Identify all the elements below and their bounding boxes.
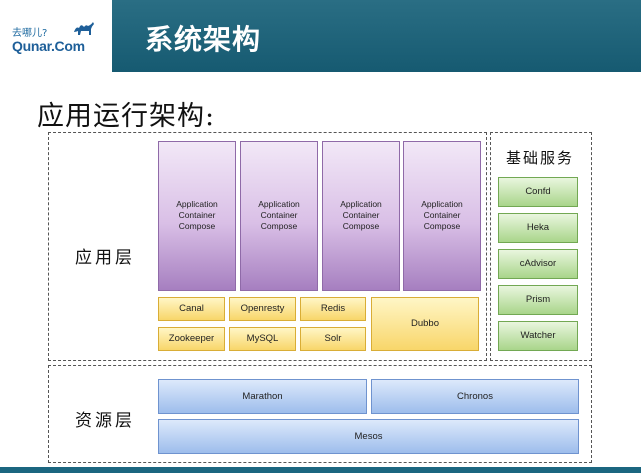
app-container-2-label: Application Container Compose: [258, 199, 300, 231]
app-container-1-label: Application Container Compose: [176, 199, 218, 231]
resource-marathon: Marathon: [158, 379, 367, 414]
qunar-logo: 去哪儿? Qunar.Com: [0, 0, 112, 72]
resource-mesos: Mesos: [158, 419, 579, 454]
app-layer-frame: [48, 132, 487, 361]
header-bar: 去哪儿? Qunar.Com 系统架构: [0, 0, 641, 72]
service-cadvisor: cAdvisor: [498, 249, 578, 279]
middleware-openresty: Openresty: [229, 297, 296, 321]
resource-layer-label: 资源层: [75, 411, 135, 431]
footer-bar: [0, 467, 641, 473]
middleware-canal: Canal: [158, 297, 225, 321]
service-confd: Confd: [498, 177, 578, 207]
service-heka: Heka: [498, 213, 578, 243]
app-container-2: Application Container Compose: [240, 141, 318, 291]
resource-chronos: Chronos: [371, 379, 579, 414]
app-container-3-label: Application Container Compose: [340, 199, 382, 231]
slide-subtitle: 应用运行架构:: [37, 101, 216, 132]
middleware-solr: Solr: [300, 327, 366, 351]
middleware-zookeeper: Zookeeper: [158, 327, 225, 351]
page-title: 系统架构: [145, 23, 262, 56]
app-layer-label: 应用层: [75, 248, 135, 268]
resource-layer-frame: [48, 365, 592, 463]
app-container-1: Application Container Compose: [158, 141, 236, 291]
middleware-redis: Redis: [300, 297, 366, 321]
app-container-4-label: Application Container Compose: [421, 199, 463, 231]
logo-en-text: Qunar.Com: [12, 38, 85, 54]
basic-services-frame: [490, 132, 592, 361]
logo-cn-text: 去哪儿?: [12, 28, 48, 39]
app-container-3: Application Container Compose: [322, 141, 400, 291]
camel-icon: [74, 22, 94, 35]
service-prism: Prism: [498, 285, 578, 315]
service-watcher: Watcher: [498, 321, 578, 351]
basic-services-title: 基础服务: [505, 149, 574, 167]
middleware-dubbo: Dubbo: [371, 297, 479, 351]
middleware-mysql: MySQL: [229, 327, 296, 351]
app-container-4: Application Container Compose: [403, 141, 481, 291]
